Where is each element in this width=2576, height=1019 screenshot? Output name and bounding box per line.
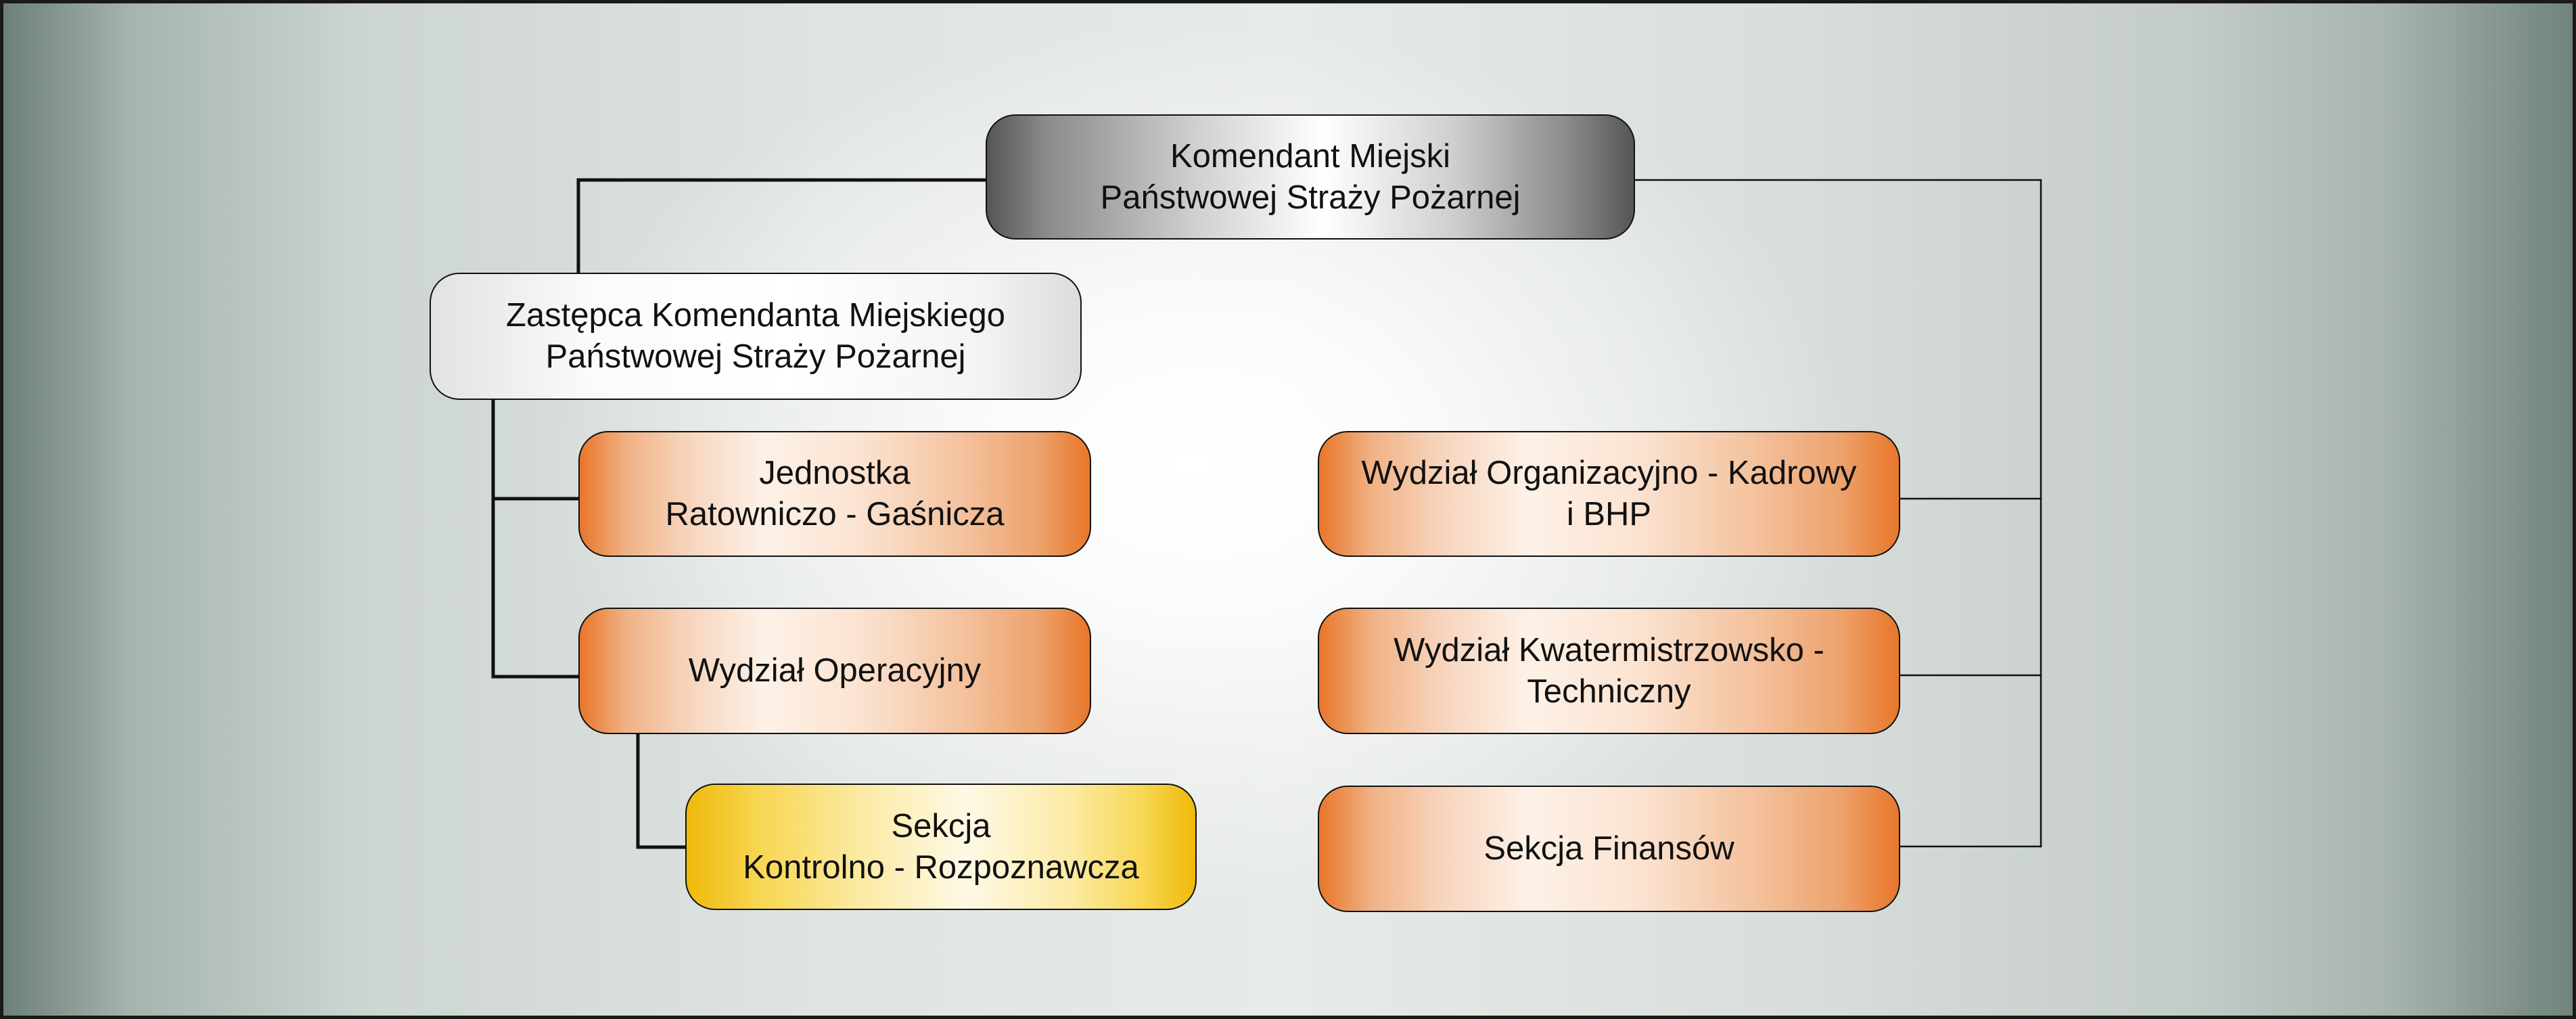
- rescue-unit-label: Jednostka Ratowniczo - Gaśnicza: [665, 455, 1005, 533]
- logistics-department-label: Wydział Kwatermistrzowsko - Techniczny: [1394, 631, 1824, 710]
- operations-department-label: Wydział Operacyjny: [688, 652, 982, 689]
- deputy-commandant-box: Zastępca Komendanta Miejskiego Państwowe…: [430, 273, 1082, 400]
- finance-section-box: Sekcja Finansów: [1318, 786, 1900, 912]
- connector-commandant-deputy: [576, 178, 988, 275]
- logistics-department-box: Wydział Kwatermistrzowsko - Techniczny: [1318, 608, 1900, 734]
- inspection-section-label: Sekcja Kontrolno - Rozpoznawcza: [743, 807, 1139, 886]
- inspection-section-box: Sekcja Kontrolno - Rozpoznawcza: [685, 784, 1197, 910]
- deputy-commandant-label: Zastępca Komendanta Miejskiego Państwowe…: [505, 297, 1006, 375]
- organization-hr-department-label: Wydział Organizacyjno - Kadrowy i BHP: [1361, 455, 1857, 533]
- finance-section-label: Sekcja Finansów: [1484, 830, 1734, 867]
- operations-department-box: Wydział Operacyjny: [578, 608, 1091, 734]
- rescue-unit-box: Jednostka Ratowniczo - Gaśnicza: [578, 431, 1091, 557]
- connector-commandant-bus: [1634, 179, 2042, 848]
- organization-hr-department-box: Wydział Organizacyjno - Kadrowy i BHP: [1318, 431, 1900, 557]
- connector-operations-inspection: [636, 732, 687, 849]
- commandant-box: Komendant Miejski Państwowej Straży Poża…: [986, 114, 1635, 240]
- connector-lines: [491, 178, 2042, 849]
- commandant-label: Komendant Miejski Państwowej Straży Poża…: [1100, 137, 1521, 216]
